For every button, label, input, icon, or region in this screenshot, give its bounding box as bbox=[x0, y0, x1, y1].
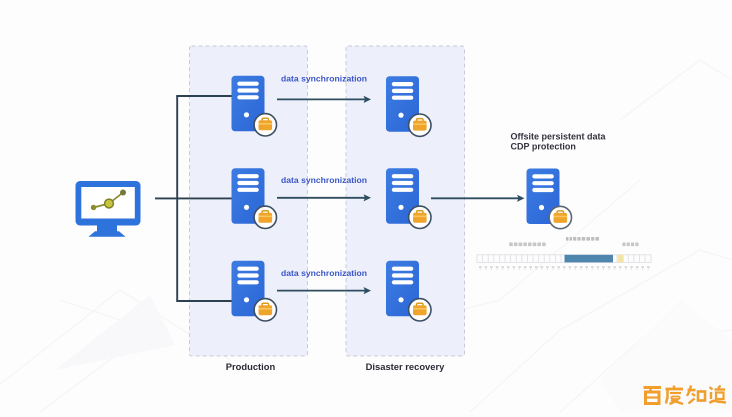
svg-text:CDP protection: CDP protection bbox=[511, 142, 576, 152]
svg-text:Offsite persistent data: Offsite persistent data bbox=[511, 132, 607, 142]
svg-text:data synchronization: data synchronization bbox=[281, 175, 367, 185]
svg-text:Disaster recovery: Disaster recovery bbox=[366, 361, 445, 372]
svg-text:data synchronization: data synchronization bbox=[281, 268, 367, 278]
svg-text:data synchronization: data synchronization bbox=[281, 74, 367, 84]
svg-text:Production: Production bbox=[226, 361, 276, 372]
